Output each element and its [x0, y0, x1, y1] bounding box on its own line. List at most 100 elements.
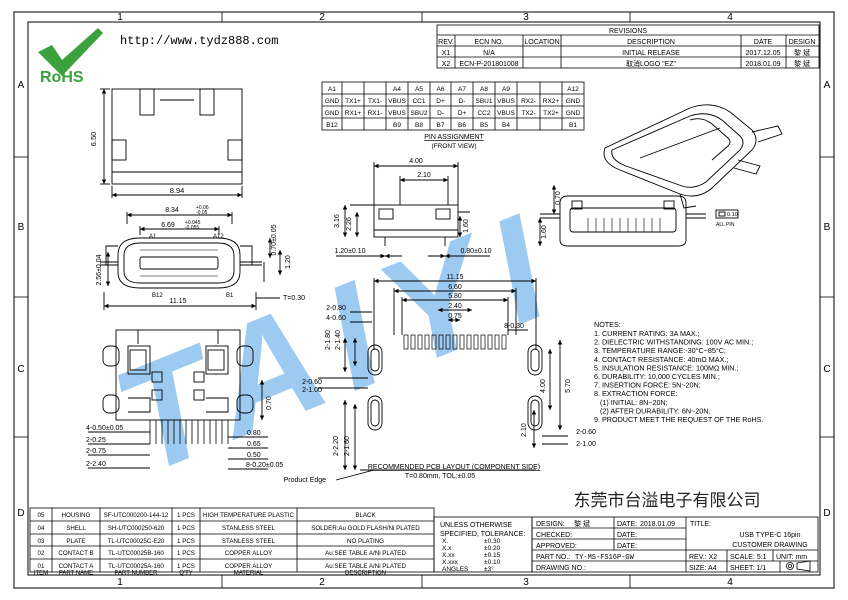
col-label-4-top: 4 — [727, 12, 733, 23]
design-label: DESIGN: — [536, 521, 565, 528]
dim-side-080: 0.80±0.10 — [460, 248, 491, 255]
bom-cell: 1 PCS — [177, 525, 195, 532]
title-label: TITLE: — [690, 521, 711, 528]
dim-top-650: 6.50 — [89, 132, 98, 147]
pcb-layout — [318, 278, 568, 481]
dim-side-400: 4.00 — [409, 158, 423, 165]
dim-pcb-660: 6.60 — [448, 284, 462, 291]
note-item: 2. DIELECTRIC WITHSTANDING: 100V AC MIN.… — [594, 338, 753, 347]
date-label: DATE: — [617, 521, 637, 528]
rear-view — [537, 185, 739, 247]
bom-cell: PLATE — [66, 538, 85, 545]
notes-title: NOTES: — [594, 320, 621, 329]
bom-cell: SHELL — [66, 525, 86, 532]
pin-cell-row1-6: A7 — [458, 86, 466, 93]
pin-cell-row3-0: GND — [325, 110, 340, 117]
pin-cell-row1-11: A12 — [567, 86, 579, 93]
dim-rear-160: 1.60 — [541, 225, 548, 239]
pin-cell-row3-11: GND — [566, 110, 581, 117]
bom-cell: TL-UTC00025A-160 — [108, 563, 164, 570]
pin-cell-row4-6: B6 — [458, 122, 466, 129]
pin-cell-row1-4: A5 — [415, 86, 423, 93]
dim-rear-070: 0.70 — [555, 191, 562, 205]
dim-bottom-080: 0.80 — [247, 430, 261, 437]
dim-front-1115: 11.15 — [170, 298, 187, 305]
dim-pcb-r100: 2-1.00 — [576, 441, 596, 448]
top-view — [100, 88, 243, 198]
pin-cell-row2-3: VBUS — [388, 98, 406, 105]
revisions-title: REVISIONS — [609, 28, 647, 35]
tolerance-line2: SPECIFIED, TOLERANCE: — [440, 531, 525, 538]
bom-cell: TL-UTC00025B-160 — [108, 550, 164, 557]
col-label-1-bottom: 1 — [117, 577, 123, 588]
bom-cell: HIGH TEMPERATURE PLASTIC — [203, 512, 294, 519]
dim-pcb-2100: 2-1.00 — [302, 387, 322, 394]
pin-cell-row1-7: A8 — [480, 86, 488, 93]
tolerance-precision: X.xx — [442, 552, 455, 559]
rev-header-rev: REV. — [438, 39, 454, 46]
rohs-logo: RoHS — [38, 28, 103, 86]
sheet-label: SHEET: 1/1 — [730, 565, 766, 572]
front-view — [100, 212, 283, 310]
row-label-b-right: B — [824, 222, 831, 233]
pin-cell-row4-4: B8 — [415, 122, 423, 129]
note-item: (2) AFTER DURABILITY: 6N~20N. — [594, 406, 710, 415]
bom-cell: 1 PCS — [177, 563, 195, 570]
pin-cell-row4-3: B9 — [393, 122, 401, 129]
rev-label: REV.: X2 — [689, 554, 717, 561]
note-item: 1. CURRENT RATING: 3A MAX.; — [594, 329, 700, 338]
scale-label: SCALE: 5:1 — [730, 554, 767, 561]
dim-pcb-580: 5.80 — [448, 293, 462, 300]
pin-cell-row4-8: B4 — [502, 122, 510, 129]
drawing-no-label: DRAWING NO.: — [536, 565, 586, 572]
flatness-allpin: ALL PIN — [716, 222, 735, 228]
bom-cell: Au:SEE TABLE A/Ni PLATED — [325, 563, 406, 570]
bom-cell: 03 — [38, 538, 45, 545]
rev-row2-ecn: ECN-P-201801008 — [459, 61, 518, 68]
bom-cell: SF-UTC000200-144-12 — [104, 512, 169, 519]
outer-border — [13, 11, 835, 589]
col-label-3-bottom: 3 — [523, 577, 529, 588]
dim-side-210: 2.10 — [417, 172, 431, 179]
flatness-value: 0.10 — [727, 212, 738, 218]
date-value: 2018.01.09 — [640, 521, 675, 528]
tolerance-value: ±0.30 — [484, 538, 501, 545]
bom-cell: 02 — [38, 550, 45, 557]
tolerance-precision: X. — [442, 538, 448, 545]
pin-cell-row1-3: A4 — [393, 86, 401, 93]
approved-label: APPROVED: — [536, 543, 577, 550]
checkmark-icon — [38, 28, 103, 76]
title-block-grid — [531, 516, 819, 573]
pin-cell-row3-3: VBUS — [388, 110, 406, 117]
pin-cell-row2-2: TX1- — [368, 98, 382, 105]
dim-pcb-2160: 2-1.60 — [344, 436, 351, 456]
col-label-2-top: 2 — [319, 12, 325, 23]
rev-row2-design: 黎 斌 — [794, 59, 810, 68]
design-value: 黎 斌 — [574, 519, 590, 528]
pin-cell-row3-8: VBUS — [497, 110, 515, 117]
pcb-subtitle: T=0.80mm, TOL:±0.05 — [405, 473, 475, 480]
bom-cell: SH-UTC000250-620 — [108, 525, 165, 532]
note-item: 5. INSULATION RESISTANCE: 100MΩ MIN.; — [594, 363, 739, 372]
pin-label-b12: B12 — [152, 293, 163, 299]
drawing-title-2: CUSTOMER DRAWING — [732, 542, 807, 549]
tolerance-precision: X.x — [442, 545, 452, 552]
dim-bottom-075: 2-0.75 — [86, 448, 106, 455]
dim-bottom-070: 0.70 — [266, 396, 273, 410]
bom-cell: CONTACT A — [59, 563, 95, 570]
rev-row2-rev: X2 — [442, 61, 451, 68]
rev-row1-rev: X1 — [442, 50, 451, 57]
pin-cell-row3-9: TX2- — [521, 110, 535, 117]
pin-caption: PIN ASSIGNMENT — [424, 134, 484, 141]
dim-bottom-820: 8-0.20±0.05 — [246, 462, 283, 469]
drawing-title-1: USB TYPE-C 16pin — [740, 532, 801, 539]
pin-cell-row3-1: RX1+ — [345, 110, 362, 117]
tolerance-line1: UNLESS OTHERWISE — [440, 522, 513, 529]
pin-cell-row2-6: D- — [459, 98, 466, 105]
dim-bottom-025: 2-0.25 — [86, 437, 106, 444]
dim-pcb-460: 4-0.60 — [326, 315, 346, 322]
pin-cell-row4-11: B1 — [569, 122, 577, 129]
